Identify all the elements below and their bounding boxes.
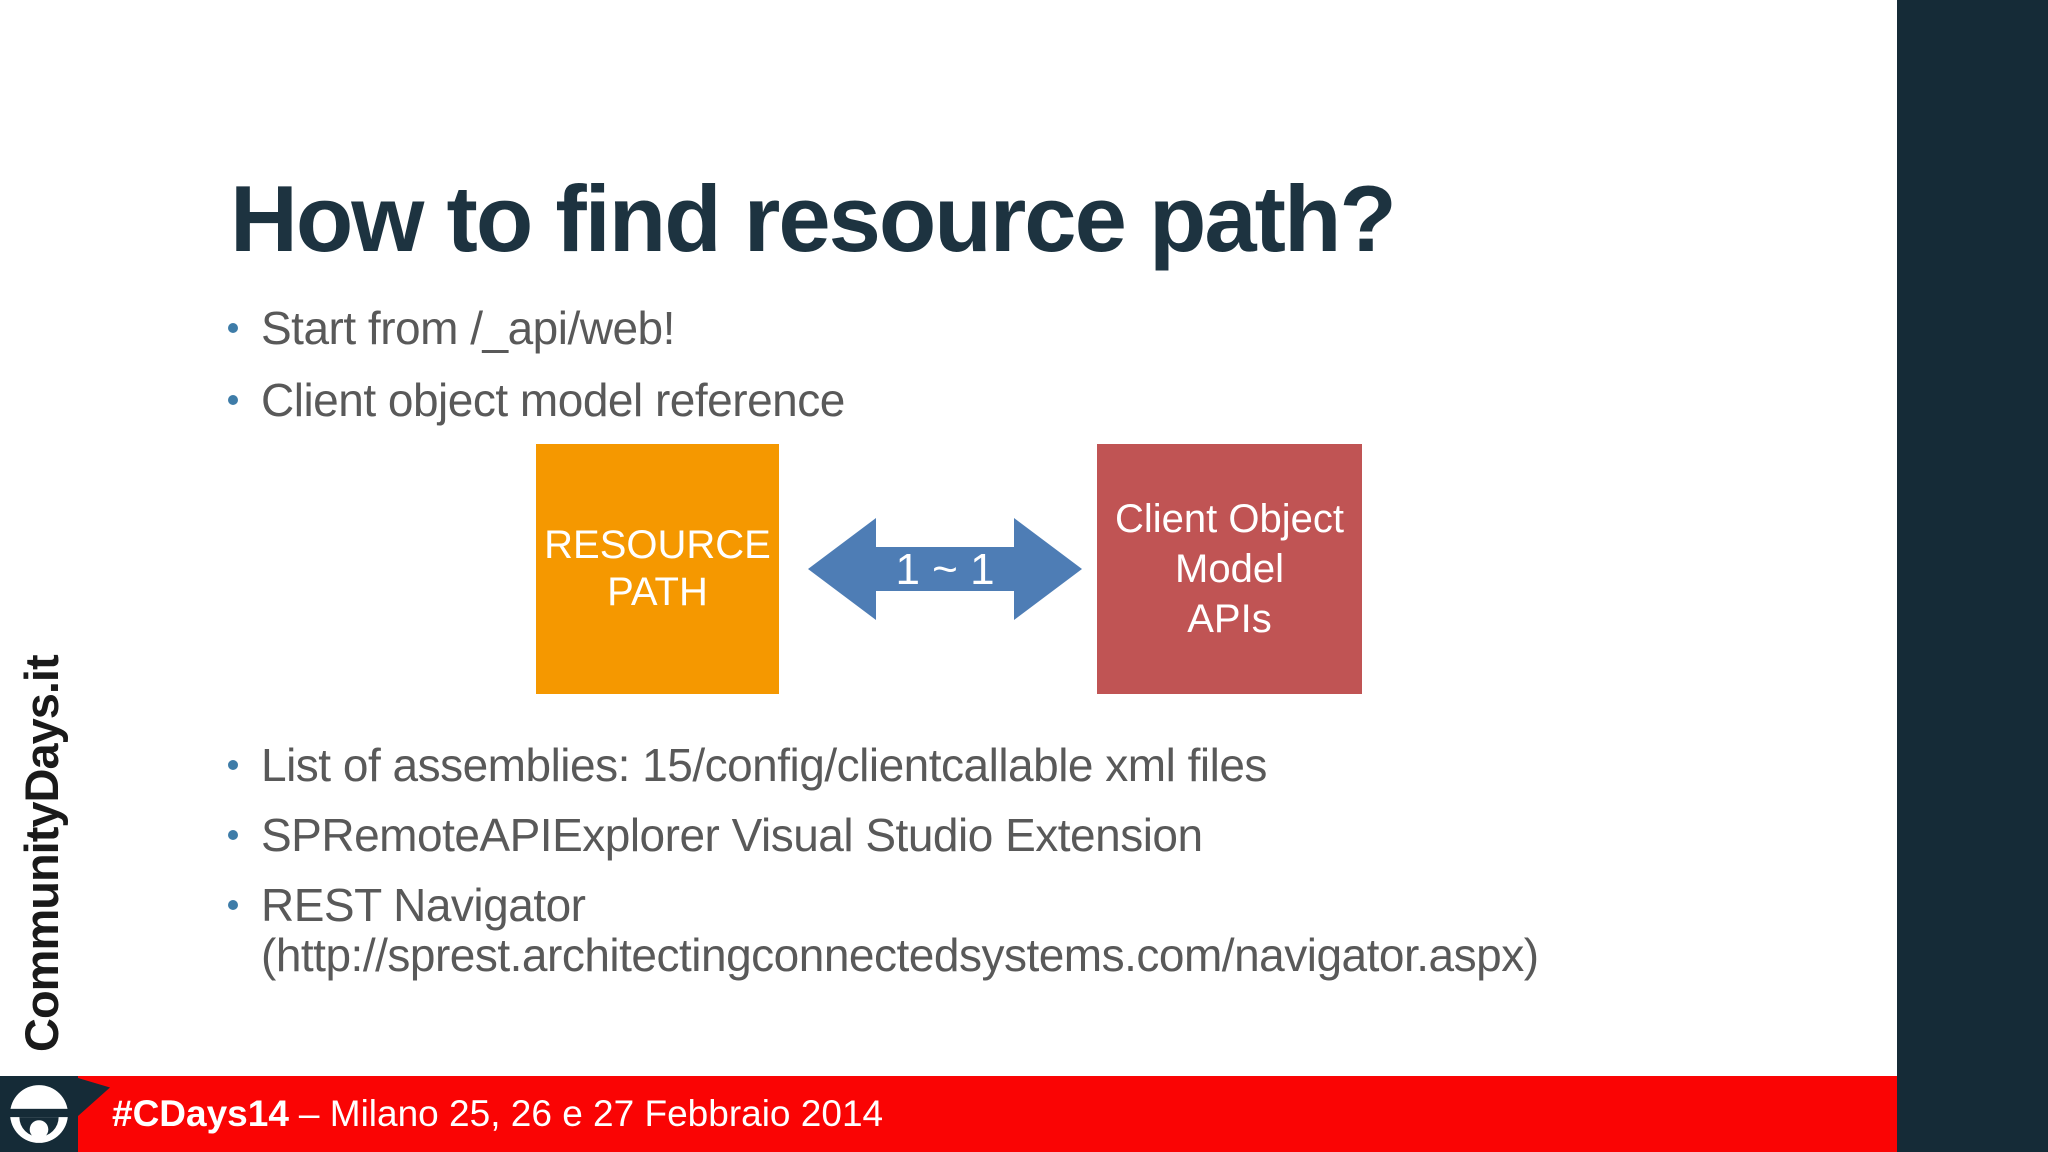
bullet-list-top: Start from /_api/web! Client object mode… (228, 302, 845, 446)
bullet-icon (228, 900, 238, 910)
bullet-text: REST Navigator (http://sprest.architecti… (261, 879, 1539, 981)
bullet-icon (228, 760, 238, 770)
arrow-label: 1 ~ 1 (895, 545, 994, 594)
bullet-item: SPRemoteAPIExplorer Visual Studio Extens… (228, 810, 1539, 860)
client-object-model-label: Client Object Model APIs (1115, 497, 1344, 641)
bullet-item: Start from /_api/web! (228, 302, 845, 354)
bullet-icon (228, 830, 238, 840)
resource-path-label: RESOURCE PATH (544, 523, 771, 614)
bullet-item: Client object model reference (228, 374, 845, 426)
client-object-model-box: Client Object Model APIs (1097, 444, 1362, 694)
bullet-icon (228, 323, 238, 333)
footer-tagline: – Milano 25, 26 e 27 Febbraio 2014 (298, 1093, 884, 1134)
wheel-figure-icon (8, 1085, 70, 1143)
footer-bar: #CDays14 – Milano 25, 26 e 27 Febbraio 2… (0, 1076, 1897, 1152)
one-to-one-arrow: 1 ~ 1 (808, 518, 1082, 620)
page-title: How to find resource path? (230, 166, 1397, 271)
footer-hashtag: #CDays14 (112, 1093, 289, 1134)
brand-vertical-text: CommunityDays.it (15, 655, 68, 1052)
bullet-icon (228, 395, 238, 405)
bullet-list-bottom: List of assemblies: 15/config/clientcall… (228, 740, 1539, 1000)
bullet-item: List of assemblies: 15/config/clientcall… (228, 740, 1539, 790)
bullet-text: Client object model reference (261, 374, 845, 426)
communitydays-logo (0, 1076, 78, 1152)
bullet-text: Start from /_api/web! (261, 302, 675, 354)
bullet-item: REST Navigator (http://sprest.architecti… (228, 880, 1539, 980)
bullet-text: List of assemblies: 15/config/clientcall… (261, 739, 1267, 791)
double-arrow-icon (808, 518, 1082, 620)
resource-path-box: RESOURCE PATH (536, 444, 779, 694)
bullet-text: SPRemoteAPIExplorer Visual Studio Extens… (261, 809, 1203, 861)
right-sidebar (1897, 0, 2048, 1152)
